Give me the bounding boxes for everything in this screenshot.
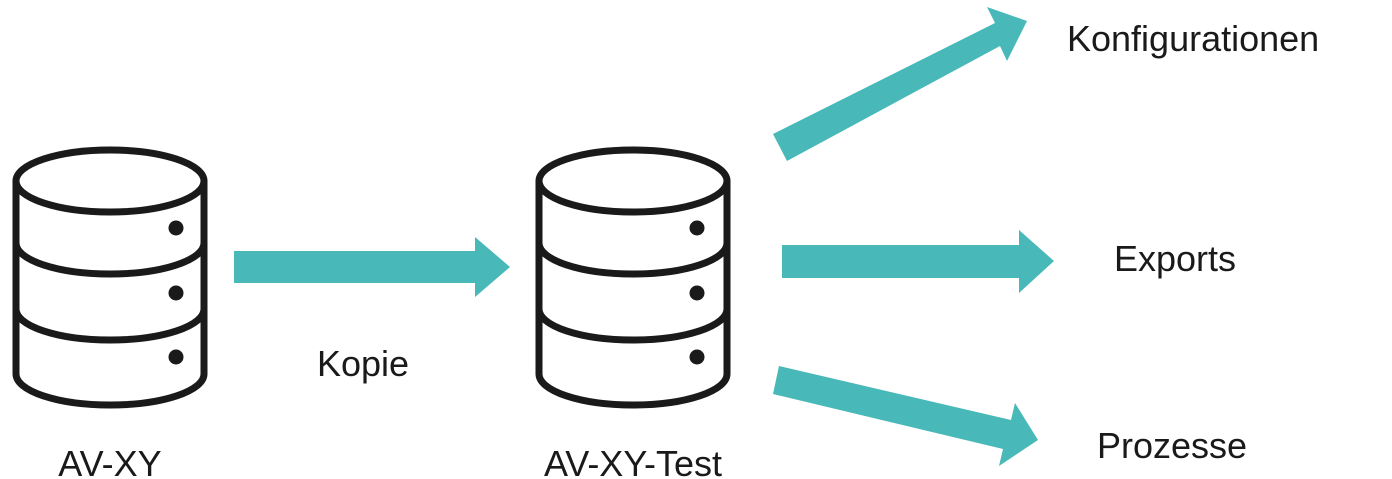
source-db-label: AV-XY bbox=[58, 443, 161, 479]
prozesse-label: Prozesse bbox=[1097, 425, 1247, 466]
arrow-to-prozesse bbox=[773, 366, 1038, 466]
copy-arrow bbox=[234, 237, 510, 297]
arrow-to-konfigurationen bbox=[773, 7, 1027, 161]
database-icon bbox=[535, 146, 731, 409]
arrow-to-exports bbox=[782, 230, 1054, 293]
exports-label: Exports bbox=[1114, 238, 1236, 279]
copy-label: Kopie bbox=[317, 343, 409, 384]
database-icon bbox=[12, 146, 208, 409]
konfigurationen-label: Konfigurationen bbox=[1067, 18, 1319, 59]
test-db-label: AV-XY-Test bbox=[544, 443, 722, 479]
